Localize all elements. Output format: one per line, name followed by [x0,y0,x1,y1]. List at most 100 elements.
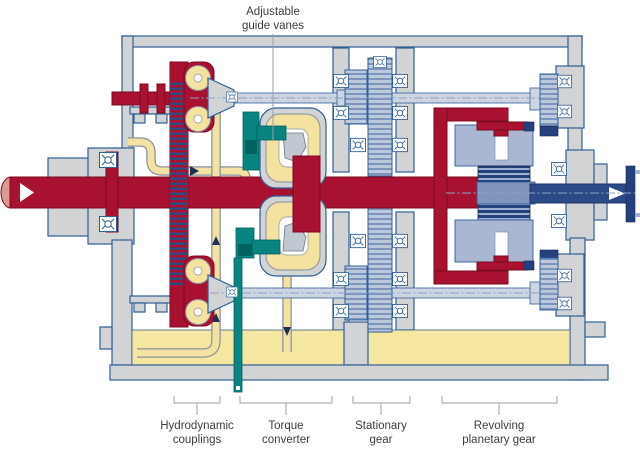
output-flange-tick [635,170,640,174]
coupling-wheel-core [193,307,203,317]
bracket-hydrodynamic-couplings [173,396,221,415]
label-hydrodynamic-couplings: couplings [173,434,222,446]
bearing-icon [350,233,366,249]
converter-hub-shaft [292,155,321,233]
labels: Adjustable guide vanes Hydrodynamic coup… [160,6,558,446]
oil-sump-right [367,329,571,366]
label-hydrodynamic-couplings: Hydrodynamic [160,420,234,432]
label-torque-converter: Torque [268,420,303,432]
carrier-arm-bottom [433,270,509,285]
planet-mesh-lower [477,203,531,221]
coupling-gear-teeth [170,82,188,287]
bearing-icon [373,56,387,68]
bracket-stationary-gear [352,396,411,415]
lower-bracket-foot [133,302,146,313]
vane-control-pipe [233,257,243,393]
sump-divider [343,321,369,366]
label-line: guide vanes [242,20,304,32]
label-line: couplings [173,434,222,446]
ring-gear-bottom [539,257,559,311]
stationary-gear-wheel-lower [367,207,393,333]
guide-vane-blade-top [282,132,307,163]
casing-top-beam [121,35,583,48]
label-revolving-planetary-gear: planetary gear [462,434,536,446]
bearing-icon [333,304,349,318]
label-line: Stationary [355,420,407,432]
ring-gear-top [539,73,559,127]
bearing-icon [333,272,349,286]
bearing-icon [551,162,567,176]
casing-right-flange [584,321,606,338]
bracket-revolving-planetary-gear [441,396,558,415]
flow-arrow-up-icon [212,236,220,245]
bearing-icon [98,152,118,168]
bearing-icon [392,137,408,153]
upper-bracket-foot [133,113,146,124]
flow-arrow-down-icon [283,327,291,336]
carrier-navy-block-bottom [523,260,535,271]
label-line: converter [262,434,310,446]
input-direction-arrow-icon [20,183,34,202]
carrier-flange-bottom [476,261,529,271]
oil-pipes [128,86,292,358]
label-line: planetary gear [462,434,536,446]
carrier-web [433,107,448,285]
bearing-icon [392,233,408,249]
oil-pipe-feed [128,138,250,208]
planet-block-lower [454,219,534,263]
lower-bracket-bar [129,295,173,304]
bearing-icon [392,106,408,120]
label-line: Torque [268,420,303,432]
bracket-torque-converter [239,396,333,415]
casing-left-flange [99,326,113,350]
stub-shaft-flange [156,83,166,114]
control-pipe-tip [236,386,240,390]
output-flange-plate [625,165,636,223]
coupling-wheel-core [193,73,203,83]
bearing-icon [226,91,238,103]
ring-gear-band-top [539,125,559,137]
bearing-icon [392,304,408,318]
bearing-icon [557,74,572,89]
upper-bracket-foot [155,113,168,124]
input-shaft-assembly [0,83,478,233]
input-shaft [9,176,478,209]
bearing-icon [557,296,572,311]
output-shaft-assembly [529,165,640,223]
bearing-icon [551,214,567,228]
carrier-flange-top [476,121,529,131]
bearing-icon [392,272,408,286]
coupling-wheel-core [193,266,203,276]
label-line: Adjustable [246,6,300,18]
label-stationary-gear: gear [369,434,392,446]
oil-pipe-riser [137,86,220,357]
vane-actuator-arm-bottom [251,239,281,255]
coupling-wheel-core [193,114,203,124]
bearing-icon [557,268,572,283]
torque-converter [235,107,327,277]
vane-actuator-arm-top [256,125,287,141]
planet-mesh-upper [477,165,531,183]
centerlines [190,97,636,294]
label-torque-converter: converter [262,434,310,446]
vane-actuator-knob-top [245,140,257,154]
upper-bracket-bar [129,106,173,115]
label-line: Hydrodynamic [160,420,234,432]
label-line: gear [369,434,392,446]
vane-actuator-knob-bottom [238,244,252,256]
bearing-icon [98,216,118,232]
lower-bracket-foot [155,302,168,313]
flow-arrow-up-icon [212,313,220,322]
casing-left-wall-lower [111,239,133,366]
label-adjustable-guide-vanes: guide vanes [242,20,304,32]
stationary-gear-wheel-upper [367,57,393,177]
carrier-navy-block-top [523,121,535,132]
casing-bottom-slab [109,364,609,381]
hydrodynamic-couplings [169,61,235,328]
label-revolving-planetary-gear: Revolving [474,420,525,432]
flow-arrow-right-icon [190,166,199,176]
label-stationary-gear: Stationary [355,420,407,432]
bearing-icon [392,74,408,88]
